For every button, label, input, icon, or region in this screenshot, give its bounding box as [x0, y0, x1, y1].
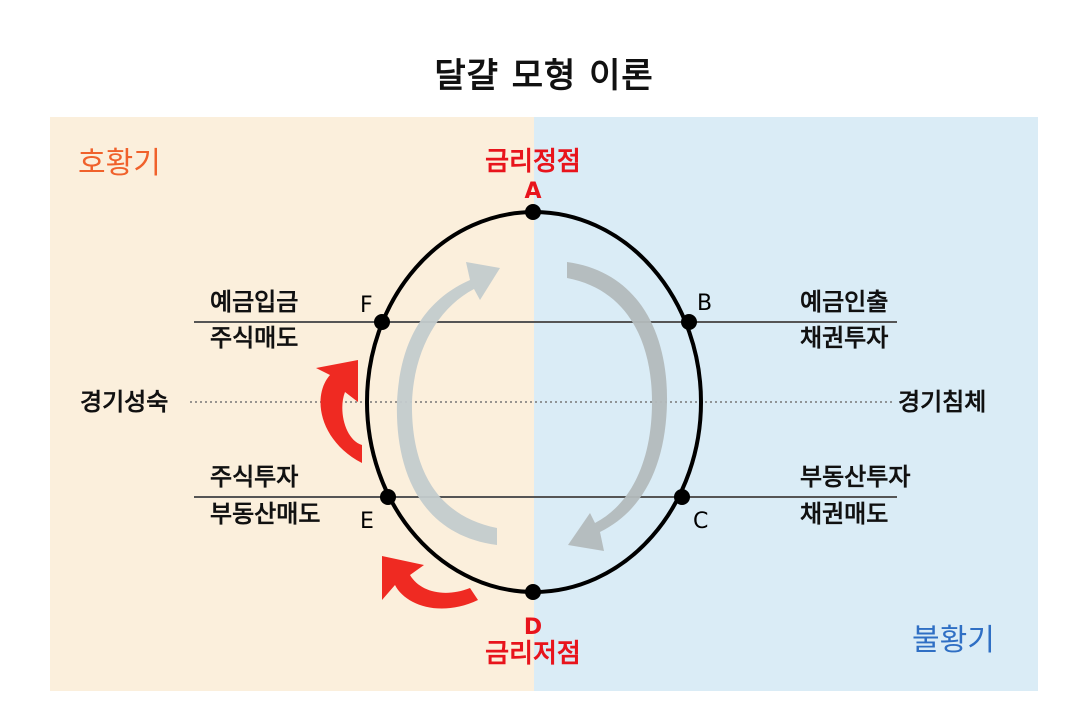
- rate-trough-label: 금리저점: [485, 639, 581, 669]
- point-f: [374, 314, 390, 330]
- f-label-line2: 주식매도: [210, 324, 298, 352]
- e-label-line2: 부동산매도: [210, 500, 320, 528]
- economy-maturity-label: 경기성숙: [80, 388, 168, 416]
- point-b-letter: B: [697, 291, 712, 316]
- gray-arrow-left: [396, 262, 500, 545]
- c-label-line1: 부동산투자: [800, 463, 910, 491]
- diagram-title: 달걀 모형 이론: [434, 56, 654, 96]
- point-b: [681, 314, 697, 330]
- recession-background: [534, 117, 1038, 691]
- economy-recession-label: 경기침체: [898, 388, 986, 416]
- point-e: [380, 489, 396, 505]
- point-a-letter: A: [524, 179, 541, 204]
- b-label-line1: 예금인출: [800, 288, 888, 316]
- point-c: [674, 489, 690, 505]
- c-label-line2: 채권매도: [800, 500, 888, 528]
- boom-label: 호황기: [78, 146, 161, 181]
- red-arrow-upper: [316, 360, 362, 463]
- gray-arrow-right: [567, 262, 668, 551]
- point-f-letter: F: [360, 293, 373, 318]
- recession-label: 불황기: [912, 623, 995, 658]
- point-d-letter: D: [524, 615, 542, 640]
- e-label-line1: 주식투자: [210, 463, 298, 491]
- point-a: [525, 204, 541, 220]
- point-d: [525, 584, 541, 600]
- rate-peak-label: 금리정점: [485, 147, 581, 177]
- point-e-letter: E: [360, 509, 374, 534]
- red-arrow-lower: [382, 556, 478, 609]
- f-label-line1: 예금입금: [210, 288, 298, 316]
- point-c-letter: C: [693, 509, 708, 534]
- b-label-line2: 채권투자: [800, 324, 888, 352]
